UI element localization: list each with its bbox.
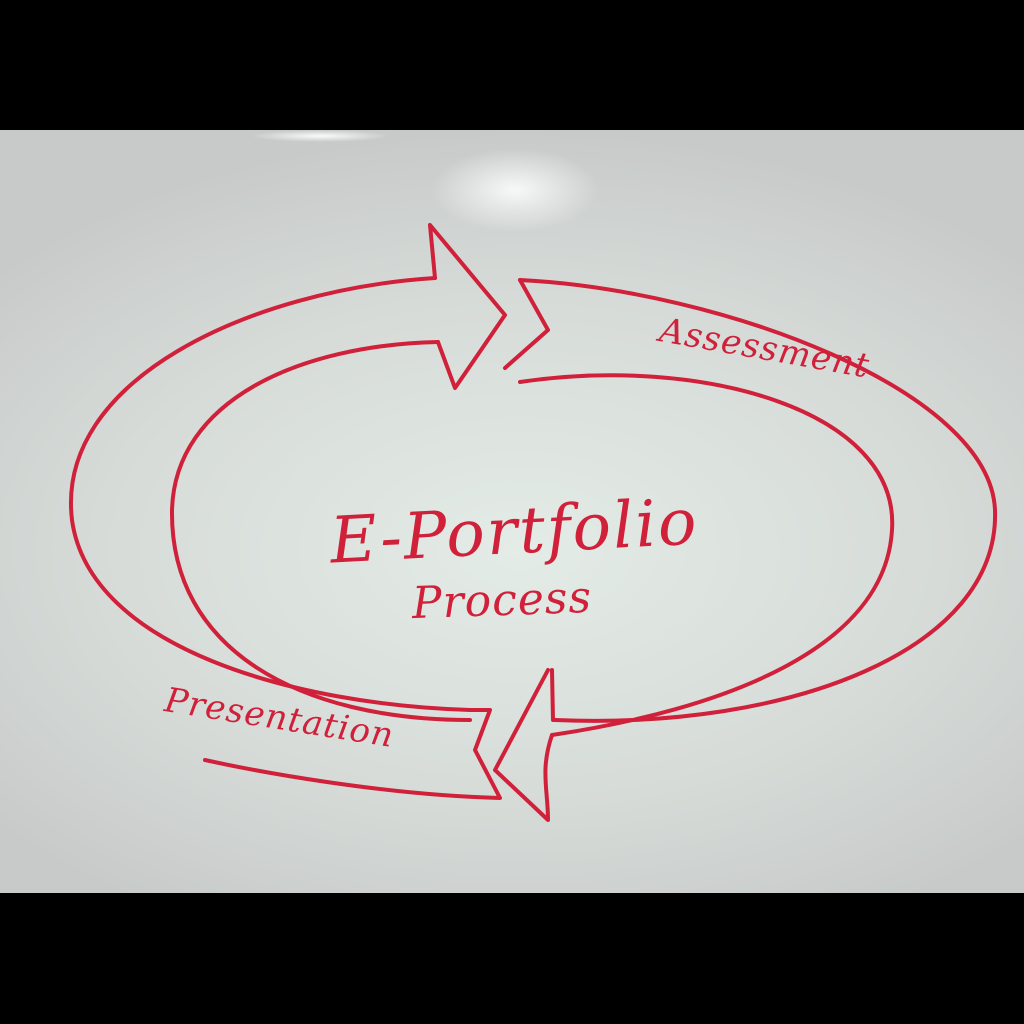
arrow-right-inner-edge (518, 373, 895, 737)
cycle-diagram (68, 223, 998, 822)
arrow-right-notch (503, 278, 550, 370)
arrow-left-inner-edge (169, 340, 472, 722)
arrow-right-outer-edge (518, 278, 998, 723)
whiteboard: Assessment E-Portfolio Process Presentat… (0, 130, 1024, 893)
light-glare (250, 130, 390, 142)
arrow-bottom-head (493, 668, 557, 822)
arrow-bottom-tail (203, 708, 502, 800)
letterbox-top (0, 0, 1024, 130)
diagram-subtitle: Process (411, 571, 593, 630)
arrow-left-head (428, 223, 507, 390)
letterbox-bottom (0, 893, 1024, 1024)
